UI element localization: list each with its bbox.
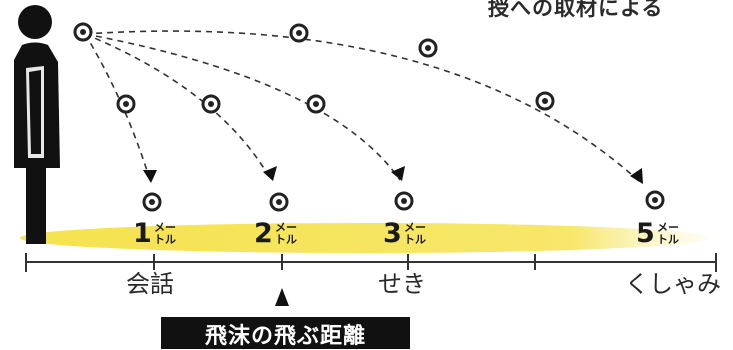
- category-cough: せき: [378, 270, 426, 298]
- distance-unit-top: メー: [404, 221, 426, 234]
- floor-glow: [20, 223, 710, 253]
- droplet-marker-icon: [201, 94, 221, 114]
- distance-value: 1: [133, 218, 152, 249]
- droplet-marker-icon: [645, 190, 665, 210]
- droplet-marker-icon: [289, 23, 309, 43]
- droplet-marker-icon: [116, 94, 136, 114]
- distance-value: 3: [383, 218, 402, 249]
- distance-axis: [25, 253, 717, 272]
- category-sneeze: くしゃみ: [625, 270, 721, 298]
- droplet-marker-icon: [535, 91, 555, 111]
- caption-box: 飛沫の飛ぶ距離: [161, 317, 410, 349]
- arrow-head-icon: [143, 166, 643, 184]
- caption-title: 飛沫の飛ぶ距離: [204, 324, 366, 349]
- trajectory-5m: [84, 30, 641, 183]
- distance-value: 5: [636, 218, 655, 249]
- distance-unit-top: メー: [154, 221, 176, 234]
- droplet-marker-icon: [306, 94, 326, 114]
- droplet-marker-icon: [73, 22, 93, 42]
- droplet-marker-icon: [394, 191, 414, 211]
- source-note: 授への取材による: [488, 0, 664, 20]
- distance-unit-bottom: トル: [275, 233, 297, 246]
- distance-unit-bottom: トル: [404, 233, 426, 246]
- distance-value: 2: [254, 218, 273, 249]
- category-conversation: 会話: [126, 270, 174, 298]
- distance-unit-bottom: トル: [154, 233, 176, 246]
- droplet-markers: [73, 22, 665, 212]
- droplet-marker-icon: [269, 192, 289, 212]
- caption-pointer: [275, 288, 289, 306]
- droplet-marker-icon: [418, 38, 438, 58]
- distance-unit-top: メー: [275, 221, 297, 234]
- person-silhouette-icon: [14, 5, 60, 244]
- distance-unit-top: メー: [657, 221, 679, 234]
- trajectory-2m: [84, 33, 272, 181]
- distance-unit-bottom: トル: [657, 233, 679, 246]
- trajectory-lines: [84, 30, 641, 183]
- trajectory-3m: [84, 33, 401, 181]
- droplet-marker-icon: [142, 192, 162, 212]
